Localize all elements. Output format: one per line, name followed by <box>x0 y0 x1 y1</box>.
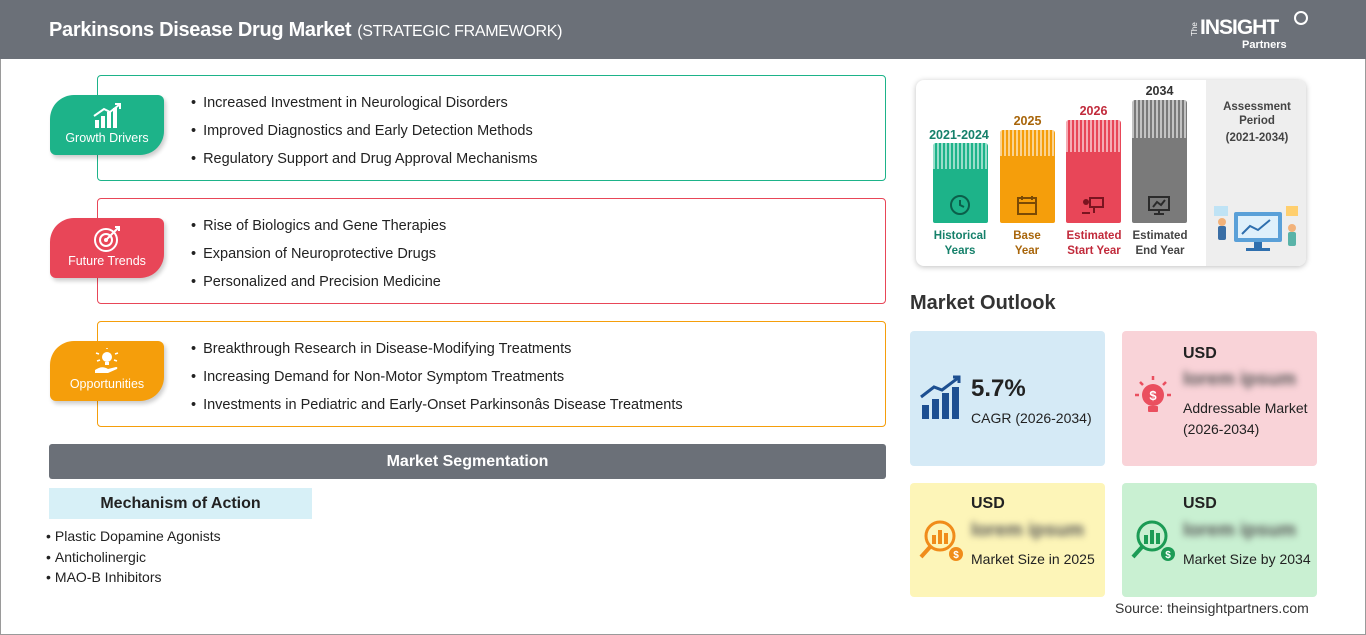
addressable-market-card: $ USD lorem ipsum Addressable Market (20… <box>1122 331 1317 466</box>
market-segmentation-bar: Market Segmentation <box>49 444 886 479</box>
market-outlook-title: Market Outlook <box>910 292 1056 314</box>
addressable-market-label: Addressable Market (2026-2034) <box>1183 400 1308 437</box>
list-item: Increasing Demand for Non-Motor Symptom … <box>191 367 683 395</box>
timeline-year-base: 2025 <box>1013 114 1042 128</box>
chart-magnifier-icon: $ <box>1131 520 1175 561</box>
list-item: Increased Investment in Neurological Dis… <box>191 93 538 121</box>
logo-ring-icon <box>1294 11 1308 25</box>
calendar-icon <box>1017 196 1037 215</box>
svg-text:$: $ <box>1165 550 1171 561</box>
list-item: Personalized and Precision Medicine <box>191 272 446 300</box>
growth-drivers-box: Increased Investment in Neurological Dis… <box>97 75 886 181</box>
market-size-2034-card: $ USD lorem ipsum Market Size by 2034 <box>1122 483 1317 597</box>
size-2025-value-blurred: lorem ipsum <box>971 520 1084 541</box>
timeline-year-historical: 2021-2024 <box>929 128 989 142</box>
header-bar: Parkinsons Disease Drug Market(STRATEGIC… <box>0 0 1366 59</box>
analysts-illustration-icon <box>1214 206 1298 251</box>
cagr-card: 5.7% CAGR (2026-2034) <box>910 331 1105 466</box>
growth-drivers-list: Increased Investment in Neurological Dis… <box>191 93 538 177</box>
mechanism-of-action-heading: Mechanism of Action <box>49 488 312 519</box>
money-lightbulb-icon: $ <box>1135 376 1171 412</box>
estimated-start-year-bar <box>1066 120 1121 223</box>
historical-years-bar <box>933 143 988 223</box>
insight-partners-logo: The INSIGHT Partners <box>1190 10 1320 54</box>
addressable-usd-label: USD <box>1183 345 1217 362</box>
growth-drivers-badge: Growth Drivers <box>50 95 164 155</box>
target-icon <box>94 226 120 252</box>
logo-the-text: The <box>1190 22 1199 36</box>
list-item: Plastic Dopamine Agonists <box>46 526 221 547</box>
list-item: Anticholinergic <box>46 547 221 568</box>
list-item: Rise of Biologics and Gene Therapies <box>191 216 446 244</box>
size-2034-label: Market Size by 2034 <box>1183 551 1311 567</box>
opportunities-list: Breakthrough Research in Disease-Modifyi… <box>191 339 683 423</box>
future-trends-label: Future Trends <box>68 254 146 268</box>
base-year-bar <box>1000 130 1055 223</box>
page-subtitle: (STRATEGIC FRAMEWORK) <box>357 23 563 40</box>
size-2025-usd-label: USD <box>971 495 1005 512</box>
estimated-end-year-bar <box>1132 100 1187 223</box>
growth-chart-icon <box>93 103 121 128</box>
list-item: Investments in Pediatric and Early-Onset… <box>191 395 683 423</box>
list-item: Improved Diagnostics and Early Detection… <box>191 121 538 149</box>
logo-partners-text: Partners <box>1242 39 1287 51</box>
list-item: MAO-B Inhibitors <box>46 567 221 588</box>
timeline-year-end: 2034 <box>1145 84 1174 98</box>
svg-text:$: $ <box>1149 388 1157 403</box>
monitor-chart-icon <box>1148 196 1170 215</box>
size-2025-label: Market Size in 2025 <box>971 551 1095 567</box>
history-icon <box>950 195 970 215</box>
cagr-value: 5.7% <box>971 375 1026 402</box>
future-trends-list: Rise of Biologics and Gene Therapies Exp… <box>191 216 446 300</box>
cagr-label: CAGR (2026-2034) <box>971 410 1092 426</box>
source-credit: Source: theinsightpartners.com <box>1115 600 1309 616</box>
list-item: Breakthrough Research in Disease-Modifyi… <box>191 339 683 367</box>
mechanism-of-action-list: Plastic Dopamine Agonists Anticholinergi… <box>46 526 221 588</box>
svg-text:$: $ <box>953 550 959 561</box>
future-trends-box: Rise of Biologics and Gene Therapies Exp… <box>97 198 886 304</box>
list-item: Regulatory Support and Drug Approval Mec… <box>191 149 537 177</box>
opportunities-box: Breakthrough Research in Disease-Modifyi… <box>97 321 886 427</box>
timeline-year-start: 2026 <box>1079 104 1108 118</box>
opportunities-label: Opportunities <box>69 377 145 391</box>
presentation-icon <box>1082 197 1104 214</box>
opportunities-badge: Opportunities <box>50 341 164 401</box>
assessment-period-label: Assessment Period (2021-2034) <box>1223 101 1291 144</box>
page-title: Parkinsons Disease Drug Market(STRATEGIC… <box>49 19 563 41</box>
size-2034-value-blurred: lorem ipsum <box>1183 520 1296 541</box>
addressable-value-blurred: lorem ipsum <box>1183 369 1296 390</box>
logo-brand-text: INSIGHT <box>1200 16 1279 39</box>
growth-drivers-label: Growth Drivers <box>65 131 149 145</box>
bar-growth-icon <box>920 375 961 419</box>
market-size-2025-card: $ USD lorem ipsum Market Size in 2025 <box>910 483 1105 597</box>
future-trends-badge: Future Trends <box>50 218 164 278</box>
chart-magnifier-icon: $ <box>919 520 963 561</box>
size-2034-usd-label: USD <box>1183 495 1217 512</box>
lightbulb-hand-icon <box>95 348 119 373</box>
list-item: Expansion of Neuroprotective Drugs <box>191 244 446 272</box>
